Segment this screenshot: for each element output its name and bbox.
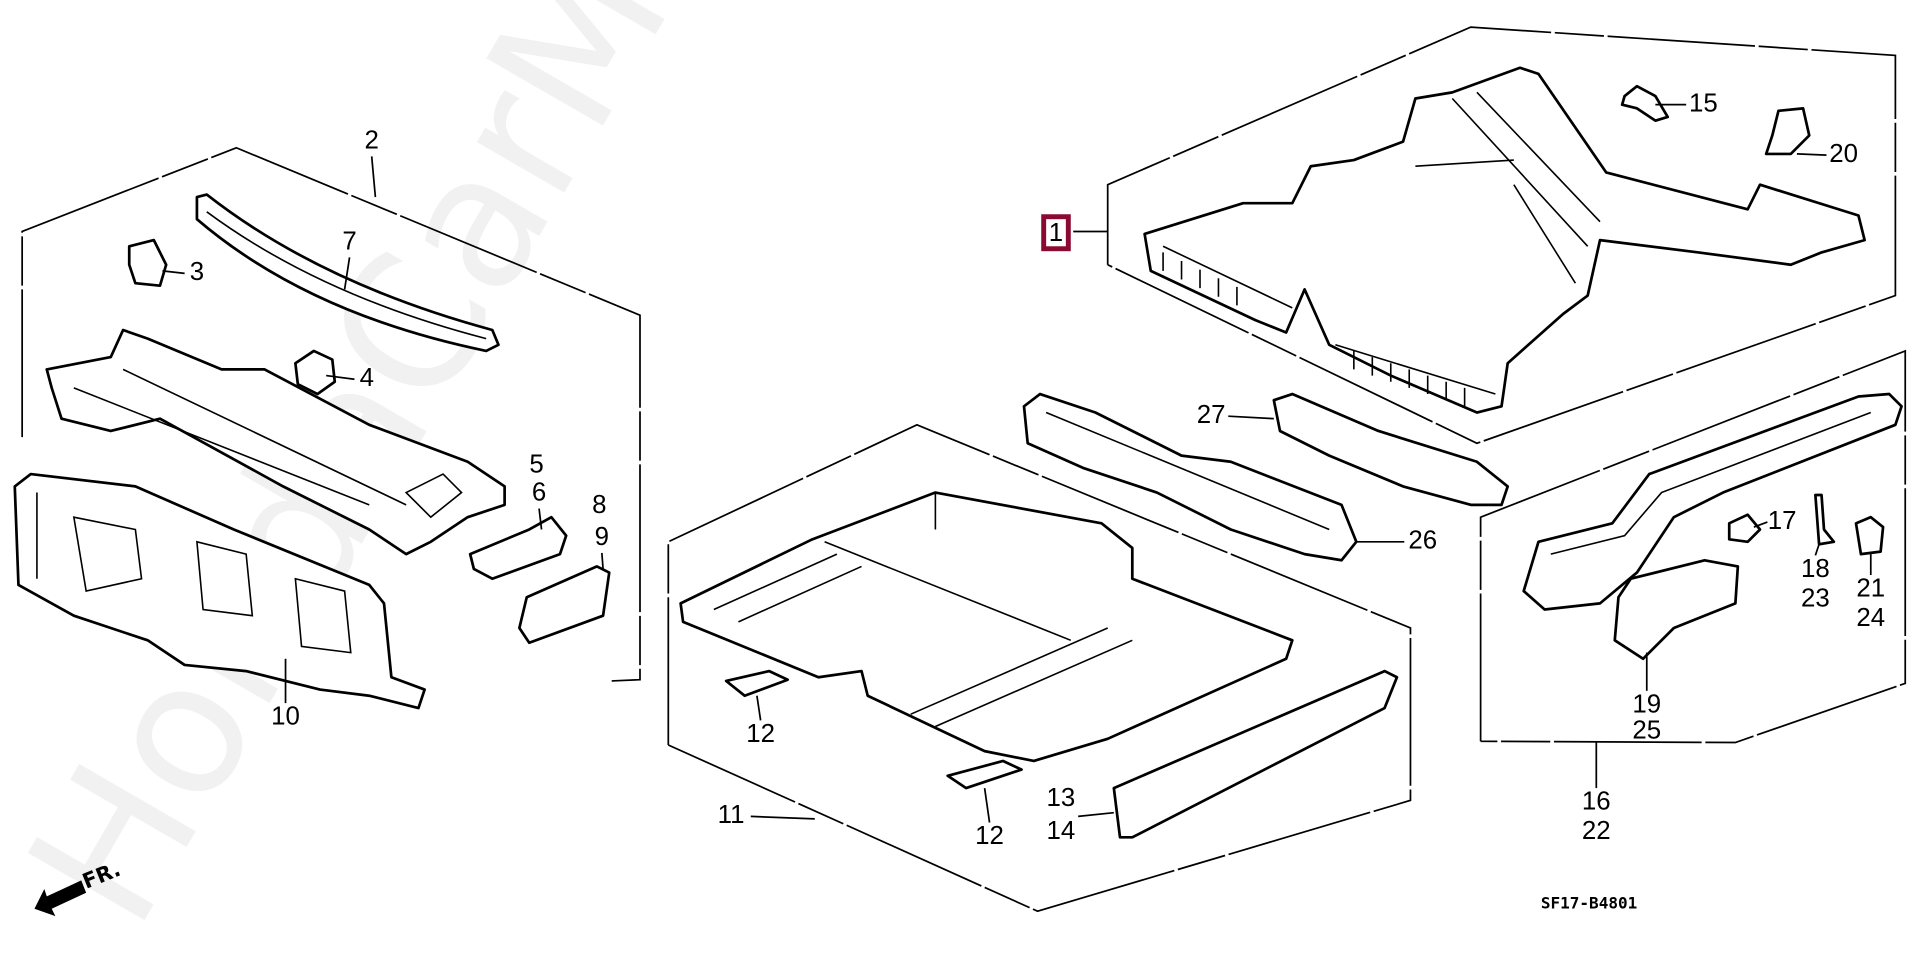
callout-17[interactable]: 17 <box>1768 507 1797 535</box>
part-21-24-cap[interactable] <box>1854 515 1885 556</box>
callout-2[interactable]: 2 <box>365 126 379 154</box>
part-20-bracket[interactable] <box>1764 107 1811 156</box>
part-12-crossmember-a[interactable] <box>724 669 790 698</box>
callout-3[interactable]: 3 <box>190 258 204 286</box>
part-7-cowl-top[interactable] <box>195 193 500 353</box>
group-box-middle-floor <box>667 423 1412 913</box>
callout-5[interactable]: 5 <box>529 450 543 478</box>
callout-13[interactable]: 13 <box>1047 784 1076 812</box>
callout-10[interactable]: 10 <box>271 703 300 731</box>
part-15-bracket[interactable] <box>1620 84 1670 123</box>
part-12-crossmember-b[interactable] <box>946 759 1023 790</box>
callout-6[interactable]: 6 <box>532 479 546 507</box>
callout-26[interactable]: 26 <box>1408 527 1437 555</box>
callout-27[interactable]: 27 <box>1197 401 1226 429</box>
part-17-clip[interactable] <box>1727 513 1762 544</box>
part-1-rear-floor[interactable] <box>1143 66 1866 414</box>
diagram-code: SF17-B4801 <box>1541 894 1637 913</box>
callout-21[interactable]: 21 <box>1856 575 1885 603</box>
callout-15[interactable]: 15 <box>1689 89 1718 117</box>
part-18-23-bracket[interactable] <box>1814 493 1836 546</box>
callout-8[interactable]: 8 <box>592 491 606 519</box>
callout-9[interactable]: 9 <box>595 523 609 551</box>
part-8-9-plate[interactable] <box>518 565 611 645</box>
part-11-front-floor[interactable] <box>679 491 1294 763</box>
leader-lines <box>162 103 1872 823</box>
callout-12a[interactable]: 12 <box>746 720 775 748</box>
part-4-bracket[interactable] <box>294 349 337 396</box>
part-2-dashboard-upper[interactable] <box>45 328 506 556</box>
callout-16[interactable]: 16 <box>1582 788 1611 816</box>
callout-23[interactable]: 23 <box>1801 584 1830 612</box>
part-13-14-side-sill[interactable] <box>1112 669 1399 839</box>
callout-22[interactable]: 22 <box>1582 817 1611 845</box>
callout-7[interactable]: 7 <box>342 227 356 255</box>
highlight-inner <box>1046 219 1066 247</box>
callout-11[interactable]: 11 <box>718 801 745 829</box>
callout-12b[interactable]: 12 <box>975 822 1004 850</box>
part-19-25-bracket[interactable] <box>1613 558 1740 661</box>
group-box-rear-frame <box>1479 349 1907 744</box>
callout-1[interactable]: 1 <box>1049 219 1063 247</box>
part-10-dashboard-lower[interactable] <box>13 472 426 710</box>
part-26-rear-crossmember[interactable] <box>1022 392 1358 562</box>
callout-19[interactable]: 19 <box>1632 690 1661 718</box>
part-27-crossmember[interactable] <box>1272 392 1510 507</box>
callout-24[interactable]: 24 <box>1856 604 1885 632</box>
callout-14[interactable]: 14 <box>1047 817 1076 845</box>
callout-20[interactable]: 20 <box>1829 140 1858 168</box>
callout-18[interactable]: 18 <box>1801 555 1830 583</box>
part-3-bracket[interactable] <box>127 238 168 288</box>
group-box-front <box>21 146 641 682</box>
group-box-rear-floor <box>1106 26 1897 445</box>
callout-4[interactable]: 4 <box>360 364 374 392</box>
part-16-22-rear-frame[interactable] <box>1522 392 1903 611</box>
callout-25[interactable]: 25 <box>1632 716 1661 744</box>
part-5-6-bracket[interactable] <box>468 515 568 581</box>
arrow-left-icon <box>34 880 87 917</box>
